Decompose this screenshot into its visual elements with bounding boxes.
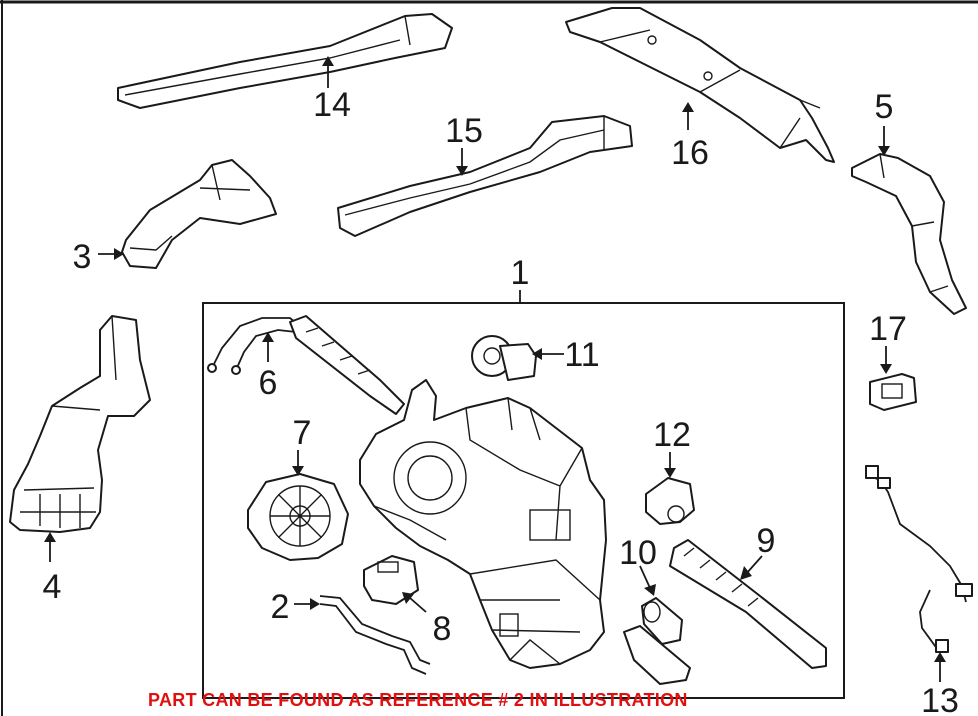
part-10-sensor[interactable] [641,597,683,645]
callout-17: 17 [869,310,907,348]
part-6-hose[interactable] [207,317,303,375]
callout-15: 15 [445,112,483,150]
assembly-cable [289,315,405,415]
callout-8: 8 [433,610,452,648]
part-16-duct[interactable] [565,7,835,163]
callout-13: 13 [921,682,959,716]
callout-3: 3 [73,238,92,276]
reference-notice: PART CAN BE FOUND AS REFERENCE # 2 IN IL… [148,690,688,710]
callout-10: 10 [619,534,657,572]
callout-5: 5 [875,88,894,126]
part-14-duct[interactable] [117,13,453,109]
callout-7: 7 [293,414,312,452]
part-2-hose[interactable] [319,595,431,675]
callout-16: 16 [671,134,709,172]
part-5-duct[interactable] [851,153,967,315]
part-4-duct[interactable] [9,315,151,533]
part-3-duct[interactable] [121,159,277,269]
callout-12: 12 [653,416,691,454]
part-11-actuator[interactable] [471,335,537,381]
callout-11: 11 [564,336,599,374]
callout-9: 9 [757,522,776,560]
part-7-blower-motor[interactable] [247,473,349,561]
part-12-sensor[interactable] [645,477,695,525]
part-13-wire-harness[interactable] [865,465,973,653]
leader-lines [44,56,946,682]
callout-6: 6 [259,364,278,402]
part-17-switch[interactable] [869,373,917,411]
part-9-component[interactable] [623,539,827,685]
assembly-frame [202,302,845,699]
callout-14: 14 [313,86,351,124]
part-15-duct[interactable] [337,115,633,237]
part-1-hvac-housing[interactable] [359,379,607,669]
callout-4: 4 [43,568,62,606]
callout-1: 1 [511,254,530,292]
callout-2: 2 [271,588,290,626]
